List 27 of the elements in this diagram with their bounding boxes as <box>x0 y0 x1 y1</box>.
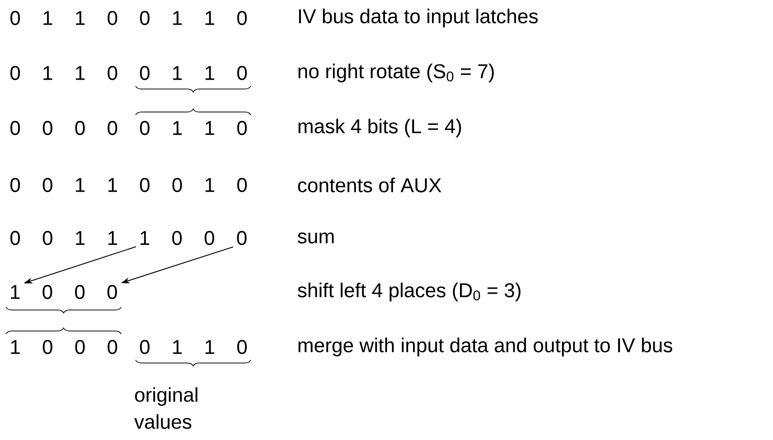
description: shift left 4 places (D$_{0}$ = 3) <box>298 282 520 302</box>
caption: original values <box>134 387 198 429</box>
bit-string: 0 0 1 1 <box>10 230 117 246</box>
bit-string: 0 0 0 0 <box>10 120 118 136</box>
bit: 0 <box>42 284 52 300</box>
bit-string: 0 1 1 0 <box>140 340 247 354</box>
bit: 0 <box>237 230 247 246</box>
bit-string: 0 1 1 0 <box>10 10 118 26</box>
bit: 0 <box>172 230 182 246</box>
bit: 0 <box>107 284 117 300</box>
bit-string: 1 0 0 0 <box>11 340 118 354</box>
description: no right rotate (S$_{0}$ = 7) <box>298 64 494 82</box>
description: sum <box>298 232 334 244</box>
bit-string: 0 1 1 0 <box>10 66 118 80</box>
bit-string: 0 1 1 0 <box>140 10 247 26</box>
description: mask 4 bits (L = 4) <box>298 118 461 138</box>
bit: 1 <box>10 285 20 299</box>
bit: 0 <box>204 230 214 246</box>
bit: 1 <box>140 231 150 245</box>
bit-string: 0 0 1 1 <box>10 178 117 192</box>
description: contents of AUX <box>298 178 442 192</box>
bit-string: 0 1 1 0 <box>140 120 247 136</box>
description: merge with input data and output to IV bus <box>298 338 672 356</box>
bit-string: 0 1 1 0 <box>140 66 247 80</box>
description: IV bus data to input latches <box>299 8 538 28</box>
bit: 0 <box>75 284 85 300</box>
bit-string: 0 0 1 0 <box>140 178 247 192</box>
